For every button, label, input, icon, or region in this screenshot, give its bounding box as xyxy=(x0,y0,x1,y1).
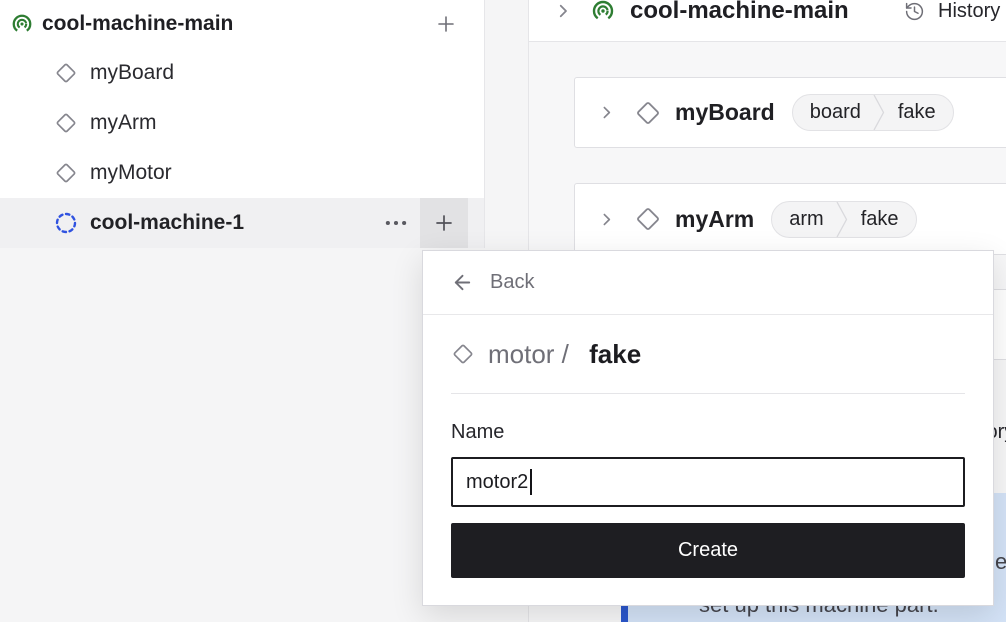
divider xyxy=(451,393,965,394)
name-input-value: motor2 xyxy=(466,470,529,493)
history-button[interactable]: History xyxy=(904,0,1000,22)
sidebar-item-label: myBoard xyxy=(90,61,175,84)
sidebar-machine-row[interactable]: cool-machine-main xyxy=(0,0,484,48)
badge-divider-icon xyxy=(873,95,885,130)
machine-header: cool-machine-main History xyxy=(529,0,1006,42)
back-label: Back xyxy=(490,271,535,293)
create-button[interactable]: Create xyxy=(451,523,965,578)
ellipsis-icon xyxy=(385,220,407,226)
plus-icon xyxy=(438,16,454,32)
history-icon xyxy=(904,1,925,22)
text-caret xyxy=(530,469,533,495)
expand-chevron-icon[interactable] xyxy=(598,104,615,121)
component-type-title: motor / fake xyxy=(451,337,965,371)
machine-title: cool-machine-main xyxy=(630,0,849,24)
component-name: myArm xyxy=(675,205,755,232)
callout-partial-text: e xyxy=(995,549,1006,574)
type-model-badge: board fake xyxy=(791,94,954,131)
type-model-badge: arm fake xyxy=(771,200,917,238)
plus-icon xyxy=(436,215,452,231)
part-name: cool-machine-1 xyxy=(90,211,245,234)
collapse-chevron-icon[interactable] xyxy=(554,2,572,20)
component-diamond-icon xyxy=(451,342,475,366)
sidebar: cool-machine-main myBoard myArm myMotor xyxy=(0,0,485,248)
component-card-myarm[interactable]: myArm arm fake xyxy=(574,183,1006,255)
component-model: fake xyxy=(860,207,899,230)
component-diamond-icon xyxy=(634,205,662,233)
component-diamond-icon xyxy=(54,111,78,135)
component-model: fake xyxy=(897,101,936,123)
sidebar-item-myarm[interactable]: myArm xyxy=(0,98,484,148)
provisioning-dashed-circle-icon xyxy=(54,211,78,235)
name-input[interactable]: motor2 xyxy=(451,457,965,507)
machine-name: cool-machine-main xyxy=(42,12,234,35)
name-field-label: Name xyxy=(451,421,505,443)
part-options-button[interactable] xyxy=(377,205,415,241)
live-broadcast-icon xyxy=(591,0,615,23)
back-arrow-icon xyxy=(451,271,474,294)
back-button[interactable]: Back xyxy=(423,251,993,315)
add-component-button[interactable] xyxy=(428,6,464,42)
live-broadcast-icon xyxy=(11,13,33,35)
component-diamond-icon xyxy=(54,161,78,185)
component-diamond-icon xyxy=(634,99,662,127)
component-card-myboard[interactable]: myBoard board fake xyxy=(574,77,1006,148)
sidebar-item-label: myArm xyxy=(90,111,157,134)
create-component-modal: Back motor / fake Name motor2 Create xyxy=(422,250,994,606)
add-part-component-button[interactable] xyxy=(420,198,468,248)
component-type: board xyxy=(809,101,861,123)
expand-chevron-icon[interactable] xyxy=(598,211,615,228)
component-diamond-icon xyxy=(54,61,78,85)
badge-divider-icon xyxy=(836,201,847,237)
component-name: myBoard xyxy=(675,99,775,125)
model-name: fake xyxy=(589,338,642,369)
sidebar-item-label: myMotor xyxy=(90,161,172,184)
history-label: History xyxy=(938,0,1001,22)
sidebar-part-cool-machine-1[interactable]: cool-machine-1 xyxy=(0,198,484,248)
sidebar-item-myboard[interactable]: myBoard xyxy=(0,48,484,98)
component-type: arm xyxy=(789,207,824,230)
type-prefix: motor / xyxy=(488,338,577,369)
sidebar-item-mymotor[interactable]: myMotor xyxy=(0,148,484,198)
